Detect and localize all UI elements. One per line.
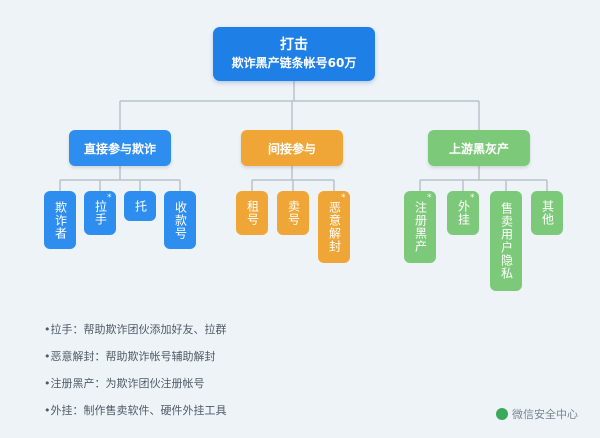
leaf-payee-account: 收款号 [164,191,196,249]
root-subtitle: 欺诈黑产链条帐号60万 [231,56,357,70]
star-mark: * [427,193,432,203]
leaf-fraudster: 欺诈者 [44,191,76,249]
leaf-cheat-plugin: 外挂 [447,191,479,235]
wechat-logo-icon [496,408,508,420]
footnotes: •拉手：帮助欺诈团伙添加好友、拉群 •恶意解封：帮助欺诈帐号辅助解封 •注册黑产… [44,322,444,430]
leaf-malicious-unban: 恶意解封 [318,191,350,263]
root-title: 打击 [280,37,308,53]
leaf-registration-blackmarket: 注册黑产 [404,191,436,263]
leaf-rent-account: 租号 [236,191,268,235]
footnote-unban: •恶意解封：帮助欺诈帐号辅助解封 [44,350,216,363]
leaf-sell-user-privacy: 售卖用户隐私 [490,191,522,291]
footnote-cheat: •外挂：制作售卖软件、硬件外挂工具 [44,404,227,417]
category-direct-fraud: 直接参与欺诈 [69,130,171,166]
footnote-registration: •注册黑产：为欺诈团伙注册帐号 [44,377,205,390]
leaf-shill: 托 [124,191,156,221]
leaf-puller: 拉手 [84,191,116,235]
leaf-sell-account: 卖号 [277,191,309,235]
star-mark: * [341,193,346,203]
footnote-puller: •拉手：帮助欺诈团伙添加好友、拉群 [44,323,227,336]
leaf-other: 其他 [531,191,563,235]
source-label: 微信安全中心 [512,408,578,421]
star-mark: * [107,193,112,203]
category-upstream: 上游黑灰产 [428,130,530,166]
star-mark: * [470,193,475,203]
category-indirect: 间接参与 [241,130,343,166]
root-node: 打击 欺诈黑产链条帐号60万 [213,27,375,81]
